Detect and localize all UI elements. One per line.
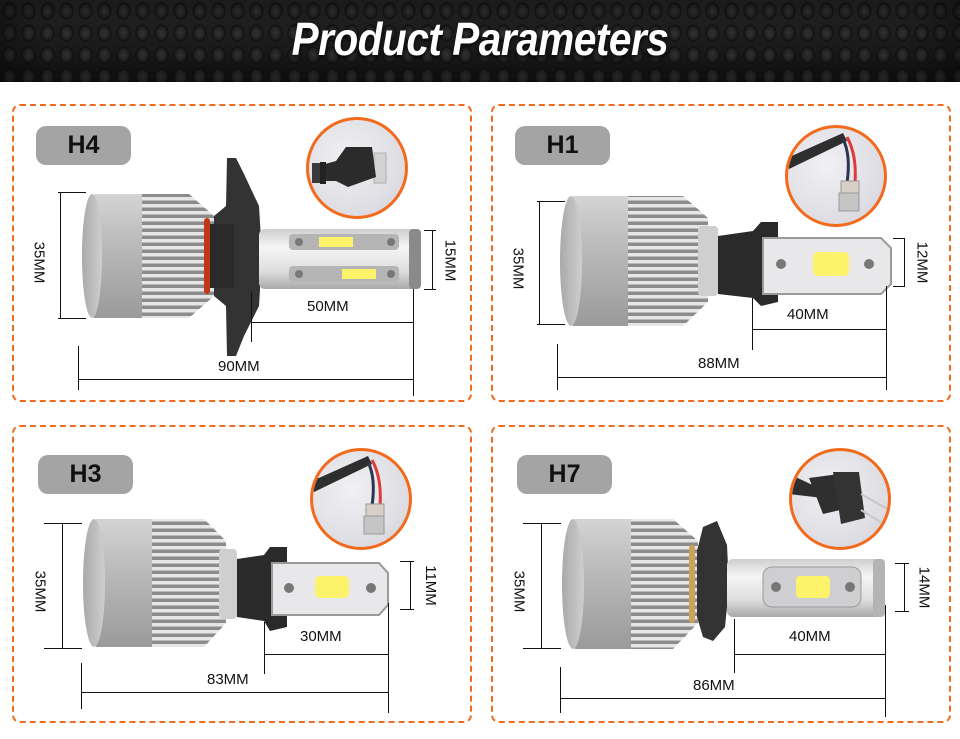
- total-length-label: 88MM: [698, 355, 740, 372]
- dim-line: [81, 692, 388, 693]
- led-length-label: 50MM: [307, 298, 349, 315]
- dim-line: [904, 238, 905, 286]
- dim-line: [537, 201, 565, 202]
- dim-line: [752, 329, 886, 330]
- dim-line: [734, 654, 885, 655]
- dim-line: [60, 192, 61, 318]
- dim-line: [424, 230, 436, 231]
- diameter-label: 35MM: [509, 247, 527, 290]
- dim-line: [893, 238, 905, 239]
- dim-line: [400, 561, 414, 562]
- diameter-label: 35MM: [31, 570, 49, 613]
- diameter-label: 35MM: [510, 570, 528, 613]
- dim-line: [78, 379, 413, 380]
- led-width-label: 15MM: [441, 239, 459, 282]
- dim-line: [58, 192, 86, 193]
- dim-line: [424, 289, 436, 290]
- dim-line: [264, 622, 265, 674]
- dim-line: [78, 346, 79, 390]
- model-badge: H3: [38, 455, 133, 494]
- dim-line: [523, 648, 561, 649]
- h3-bulb-image: [83, 519, 389, 647]
- led-width-label: 11MM: [421, 565, 439, 606]
- dim-line: [264, 654, 388, 655]
- total-length-label: 86MM: [693, 677, 735, 694]
- dim-line: [400, 609, 414, 610]
- dim-line: [410, 561, 411, 609]
- dim-line: [537, 324, 565, 325]
- dim-line: [557, 377, 886, 378]
- dim-line: [895, 563, 909, 564]
- dim-line: [560, 667, 561, 713]
- dim-line: [539, 201, 540, 324]
- dim-line: [560, 698, 885, 699]
- h7-bulb-image: [562, 519, 885, 649]
- dim-line: [893, 286, 905, 287]
- h1-wire-connector-icon: [785, 125, 887, 227]
- header-banner: Product Parameters: [0, 0, 960, 82]
- dim-line: [432, 230, 433, 289]
- h1-bulb-image: [560, 196, 892, 326]
- h7-plug-icon: [789, 448, 891, 550]
- page-title: Product Parameters: [291, 13, 669, 65]
- dim-line: [752, 298, 753, 350]
- model-badge: H7: [517, 455, 612, 494]
- product-card-h4: H4 35MM 15MM: [12, 104, 472, 402]
- dim-line: [523, 523, 561, 524]
- led-length-label: 40MM: [787, 306, 829, 323]
- led-length-label: 30MM: [300, 628, 342, 645]
- diameter-label: 35MM: [30, 241, 48, 284]
- dim-line: [44, 523, 82, 524]
- dim-line: [886, 286, 887, 390]
- dim-line: [557, 344, 558, 390]
- product-card-h3: H3 35MM 11MM 30MM 83MM: [12, 425, 472, 723]
- dim-line: [541, 523, 542, 648]
- led-width-label: 12MM: [913, 241, 931, 284]
- led-length-label: 40MM: [789, 628, 831, 645]
- dim-line: [58, 318, 86, 319]
- product-card-h7: H7 35MM 14MM 40MM 86MM: [491, 425, 951, 723]
- dim-line: [251, 322, 413, 323]
- dim-line: [885, 605, 886, 717]
- dim-line: [734, 619, 735, 673]
- dim-line: [81, 663, 82, 709]
- model-badge: H1: [515, 126, 610, 165]
- dim-line: [44, 648, 82, 649]
- dim-line: [62, 523, 63, 648]
- product-card-h1: H1 35MM 12MM 40MM 88MM: [491, 104, 951, 402]
- h4-bulb-image: [82, 158, 421, 356]
- dim-line: [904, 563, 905, 611]
- dim-line: [251, 292, 252, 342]
- dim-line: [388, 603, 389, 713]
- dim-line: [895, 611, 909, 612]
- h4-plug-icon: [306, 117, 408, 219]
- model-badge: H4: [36, 126, 131, 165]
- total-length-label: 90MM: [218, 358, 260, 375]
- dim-line: [413, 289, 414, 396]
- total-length-label: 83MM: [207, 671, 249, 688]
- led-width-label: 14MM: [915, 566, 933, 609]
- h3-wire-connector-icon: [310, 448, 412, 550]
